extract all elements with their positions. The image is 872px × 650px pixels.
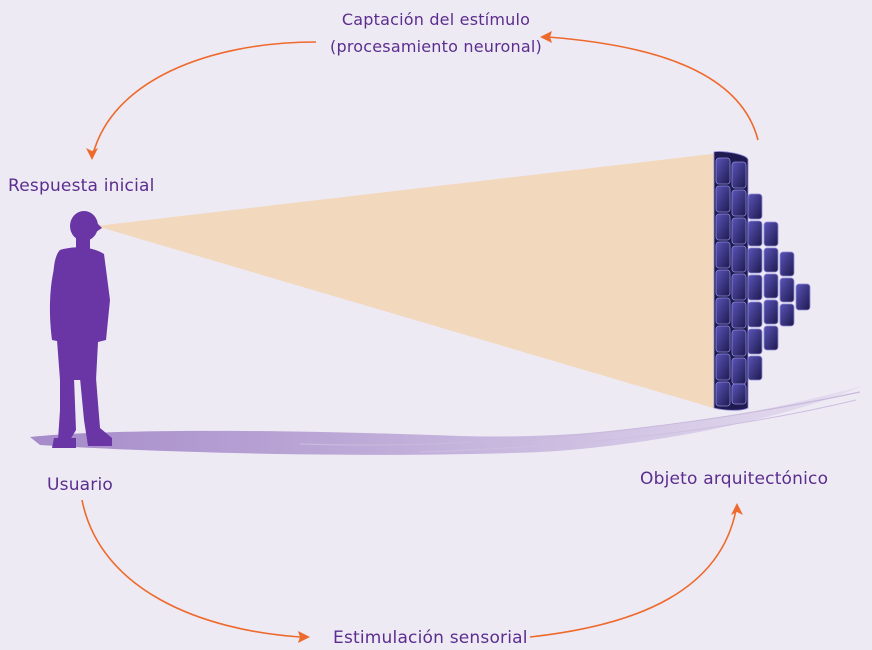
vision-cone [96, 153, 720, 410]
person-silhouette-icon [49, 211, 112, 448]
label-initial-response: Respuesta inicial [8, 176, 155, 196]
label-stimulus-capture: Captación del estímulo (procesamiento ne… [0, 6, 872, 60]
panel-wall-icon [713, 151, 811, 411]
label-user: Usuario [47, 475, 114, 495]
floor-shadow-streak [299, 391, 861, 446]
floor-shadow [30, 385, 865, 455]
label-stimulus-capture-line2: (procesamiento neuronal) [330, 37, 542, 56]
label-architectural-object: Objeto arquitectónico [640, 469, 829, 489]
floor-shadow-streak-2 [419, 399, 857, 453]
label-sensory-stimulation: Estimulación sensorial [333, 628, 528, 648]
arrowhead-icon [86, 31, 552, 160]
cycle-arrow-bottom [81, 499, 737, 638]
arrowhead-icon-bottom [298, 503, 743, 643]
label-stimulus-capture-line1: Captación del estímulo [341, 10, 531, 29]
cycle-arrow-top [91, 36, 759, 159]
